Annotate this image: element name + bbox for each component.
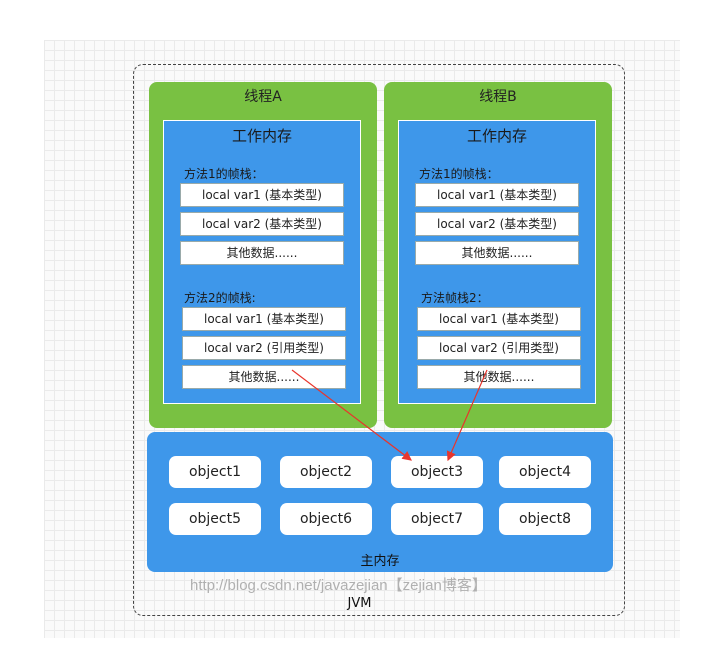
thread-b-frame2-cell: local var2 (引用类型) [417,336,581,360]
heap-object: object3 [391,456,483,488]
heap-object: object8 [499,503,591,535]
heap-object: object7 [391,503,483,535]
heap-object: object2 [280,456,372,488]
thread-b-frame1-cell: 其他数据...... [415,241,579,265]
thread-b-frame1-cell: local var1 (基本类型) [415,183,579,207]
thread-a-working-memory-title: 工作内存 [231,127,292,145]
thread-a-frame1-cell: local var2 (基本类型) [180,212,344,236]
thread-a-frame1-cell: local var1 (基本类型) [180,183,344,207]
main-memory-box: object1 object2 object3 object4 object5 … [147,432,613,572]
heap-object: object6 [280,503,372,535]
heap-object: object1 [169,456,261,488]
thread-b-frame2-cell: local var1 (基本类型) [417,307,581,331]
thread-a-frame2-cell: local var2 (引用类型) [182,336,346,360]
thread-a-frame1-label: 方法1的帧栈： [184,167,264,181]
heap-object: object4 [499,456,591,488]
watermark-text: http://blog.csdn.net/javazejian【zejian博客… [190,577,487,594]
thread-a-frame2-cell: 其他数据...... [182,365,346,389]
thread-b-frame2-label: 方法帧栈2： [421,291,489,305]
thread-b-working-memory-title: 工作内存 [466,127,527,145]
thread-b-box: 线程B 工作内存 方法1的帧栈： local var1 (基本类型) local… [384,82,612,428]
thread-a-working-memory: 工作内存 方法1的帧栈： local var1 (基本类型) local var… [163,120,361,404]
thread-b-frame1-cell: local var2 (基本类型) [415,212,579,236]
thread-b-frame1-label: 方法1的帧栈： [419,167,499,181]
thread-b-working-memory: 工作内存 方法1的帧栈： local var1 (基本类型) local var… [398,120,596,404]
main-memory-label: 主内存 [360,554,400,569]
thread-a-frame1-cell: 其他数据...... [180,241,344,265]
thread-a-frame2-label: 方法2的帧栈: [184,291,256,305]
thread-b-title: 线程B [479,89,517,105]
thread-a-box: 线程A 工作内存 方法1的帧栈： local var1 (基本类型) local… [149,82,377,428]
thread-a-frame2-cell: local var1 (基本类型) [182,307,346,331]
thread-b-frame2-cell: 其他数据...... [417,365,581,389]
thread-a-title: 线程A [244,89,282,105]
heap-object: object5 [169,503,261,535]
jvm-boundary [133,64,625,616]
